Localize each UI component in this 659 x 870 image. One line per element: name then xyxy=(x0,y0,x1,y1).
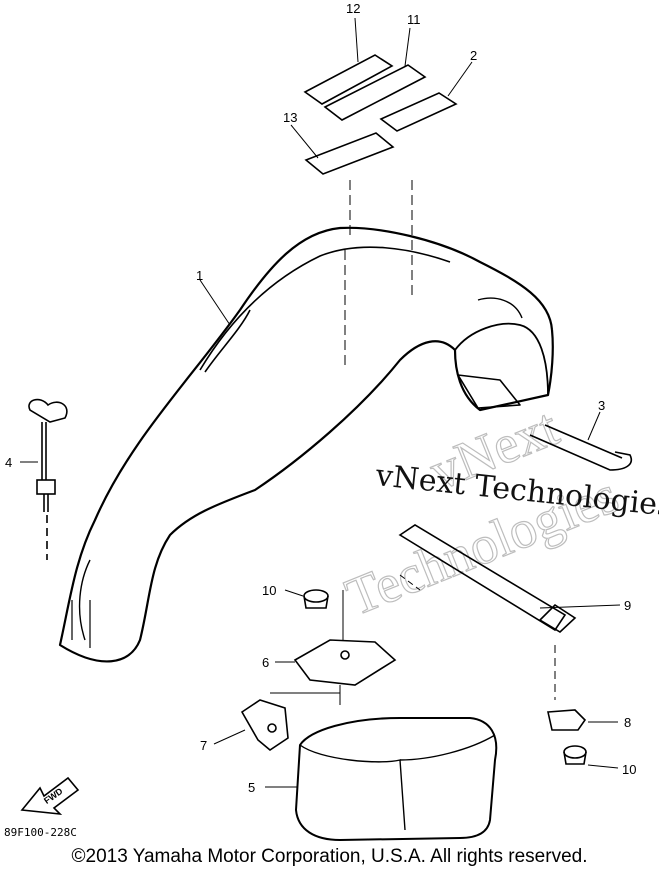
leader-10a xyxy=(284,589,304,597)
leader-3 xyxy=(587,411,601,441)
callout-7: 7 xyxy=(200,738,207,753)
callout-5: 5 xyxy=(248,780,255,795)
decal-2 xyxy=(379,92,458,132)
leader-misc xyxy=(399,574,421,591)
diagram-code: 89F100-228C xyxy=(4,826,77,839)
callout-1: 1 xyxy=(196,268,203,283)
part-6-bracket xyxy=(293,639,397,686)
callout-11: 11 xyxy=(407,12,421,27)
callout-2: 2 xyxy=(470,48,477,63)
part-7-bracket xyxy=(240,699,289,751)
callout-9: 9 xyxy=(624,598,631,613)
callout-3: 3 xyxy=(598,398,605,413)
decal-13 xyxy=(304,132,395,175)
decal-leaders xyxy=(290,17,473,370)
decal-11 xyxy=(323,64,427,121)
part-3-clip xyxy=(529,424,632,471)
callout-10-lower: 10 xyxy=(622,762,636,777)
part-10-grommet-upper xyxy=(303,589,329,609)
callout-4: 4 xyxy=(5,455,12,470)
part-9-strap xyxy=(398,524,577,633)
rear-fender-body xyxy=(58,226,554,663)
callout-8: 8 xyxy=(624,715,631,730)
part-8-clip xyxy=(547,709,587,731)
callout-6: 6 xyxy=(262,655,269,670)
callout-12: 12 xyxy=(346,1,360,16)
leader-1 xyxy=(199,279,231,326)
leader-7 xyxy=(213,729,246,745)
part-5-box xyxy=(294,717,498,842)
leader-10b xyxy=(587,764,619,769)
callout-13: 13 xyxy=(283,110,297,125)
decal-12 xyxy=(303,54,394,105)
copyright-notice: ©2013 Yamaha Motor Corporation, U.S.A. A… xyxy=(71,846,588,867)
callout-10-upper: 10 xyxy=(262,583,276,598)
part-10-grommet-lower xyxy=(563,745,587,765)
leader-9 xyxy=(539,604,621,609)
part-4-bolt xyxy=(28,398,68,560)
fwd-arrow-icon: FWD xyxy=(20,776,80,816)
